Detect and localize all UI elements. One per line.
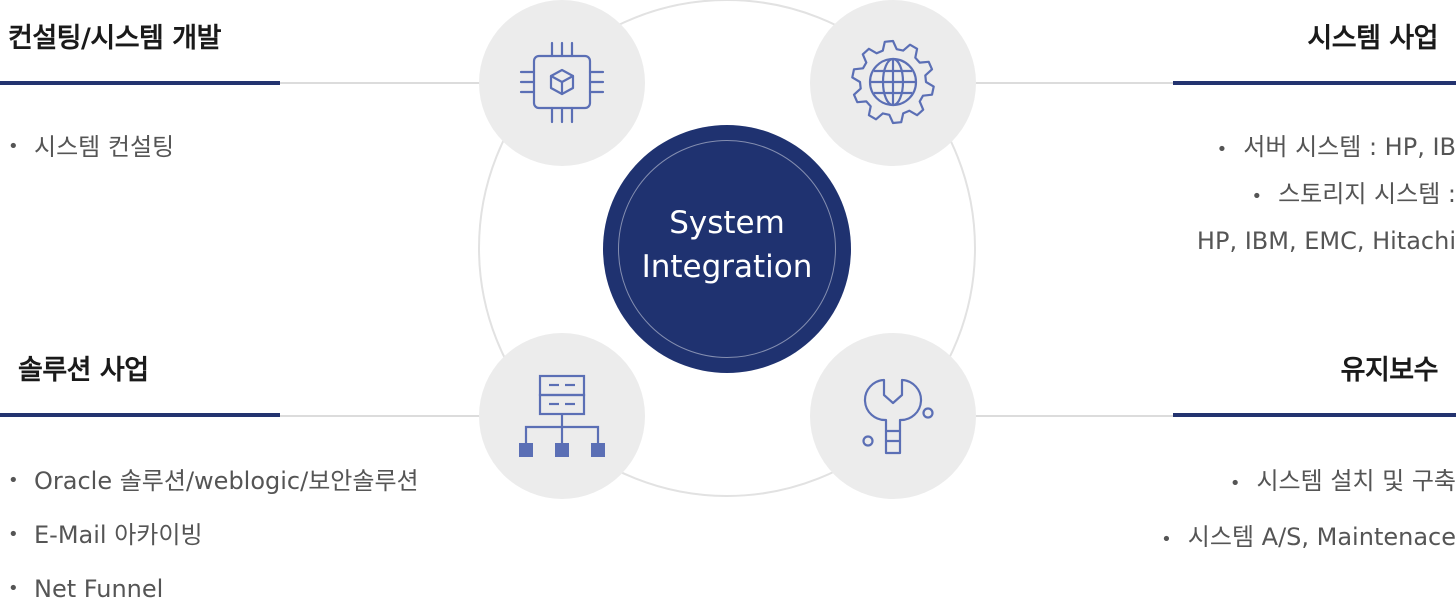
list-item-text: 시스템 설치 및 구축 [1256,467,1456,495]
heading-solution-business: 솔루션 사업 [18,355,149,386]
list-item: •시스템 설치 및 구축 [1229,467,1456,495]
center-title-line2: Integration [641,249,813,285]
list-item: Oracle 솔루션/weblogic/보안솔루션 [0,454,419,508]
list-item-text: 시스템 A/S, Maintenace [1187,523,1456,551]
wrench-bulb-icon [810,333,976,499]
list-item: 시스템 컨설팅 [0,120,174,174]
center-circle: System Integration [603,125,851,373]
list-item-continuation: HP, IBM, EMC, Hitachi [1197,218,1456,265]
server-network-icon [479,333,645,499]
system-business-list: •서버 시스템 : HP, IB •스토리지 시스템 : HP, IBM, EM… [1197,124,1456,265]
accent-rule-bottom-left [0,413,280,417]
accent-rule-bottom-right [1173,413,1456,417]
connector-line-bottom-right [976,415,1173,417]
connector-line-top-left [280,82,480,84]
center-title: System Integration [603,201,851,289]
list-item: •서버 시스템 : HP, IB [1216,133,1456,161]
heading-consulting: 컨설팅/시스템 개발 [8,23,221,54]
orbit-ring [478,0,976,497]
center-title-line1: System [669,205,785,241]
heading-maintenance: 유지보수 [1340,355,1439,386]
chip-cube-icon [479,0,645,166]
list-item: •스토리지 시스템 : [1251,180,1456,208]
list-item: Net Funnel [0,562,419,616]
accent-rule-top-right [1173,81,1456,85]
list-item-text: HP, IBM, EMC, Hitachi [1196,227,1456,255]
globe-gear-icon [810,0,976,166]
connector-line-bottom-left [280,415,480,417]
list-item-text: 서버 시스템 : HP, IB [1243,133,1456,161]
connector-line-top-right [976,82,1173,84]
accent-rule-top-left [0,81,280,85]
solution-business-list: Oracle 솔루션/weblogic/보안솔루션 E-Mail 아카이빙 Ne… [0,454,419,616]
center-inner-ring [618,140,836,358]
heading-system-business: 시스템 사업 [1307,23,1438,54]
list-item: E-Mail 아카이빙 [0,508,419,562]
consulting-list: 시스템 컨설팅 [0,120,174,174]
list-item: •시스템 A/S, Maintenace [1161,523,1456,551]
maintenance-list: •시스템 설치 및 구축 •시스템 A/S, Maintenace [1161,458,1456,561]
list-item-text: 스토리지 시스템 : [1278,180,1456,208]
